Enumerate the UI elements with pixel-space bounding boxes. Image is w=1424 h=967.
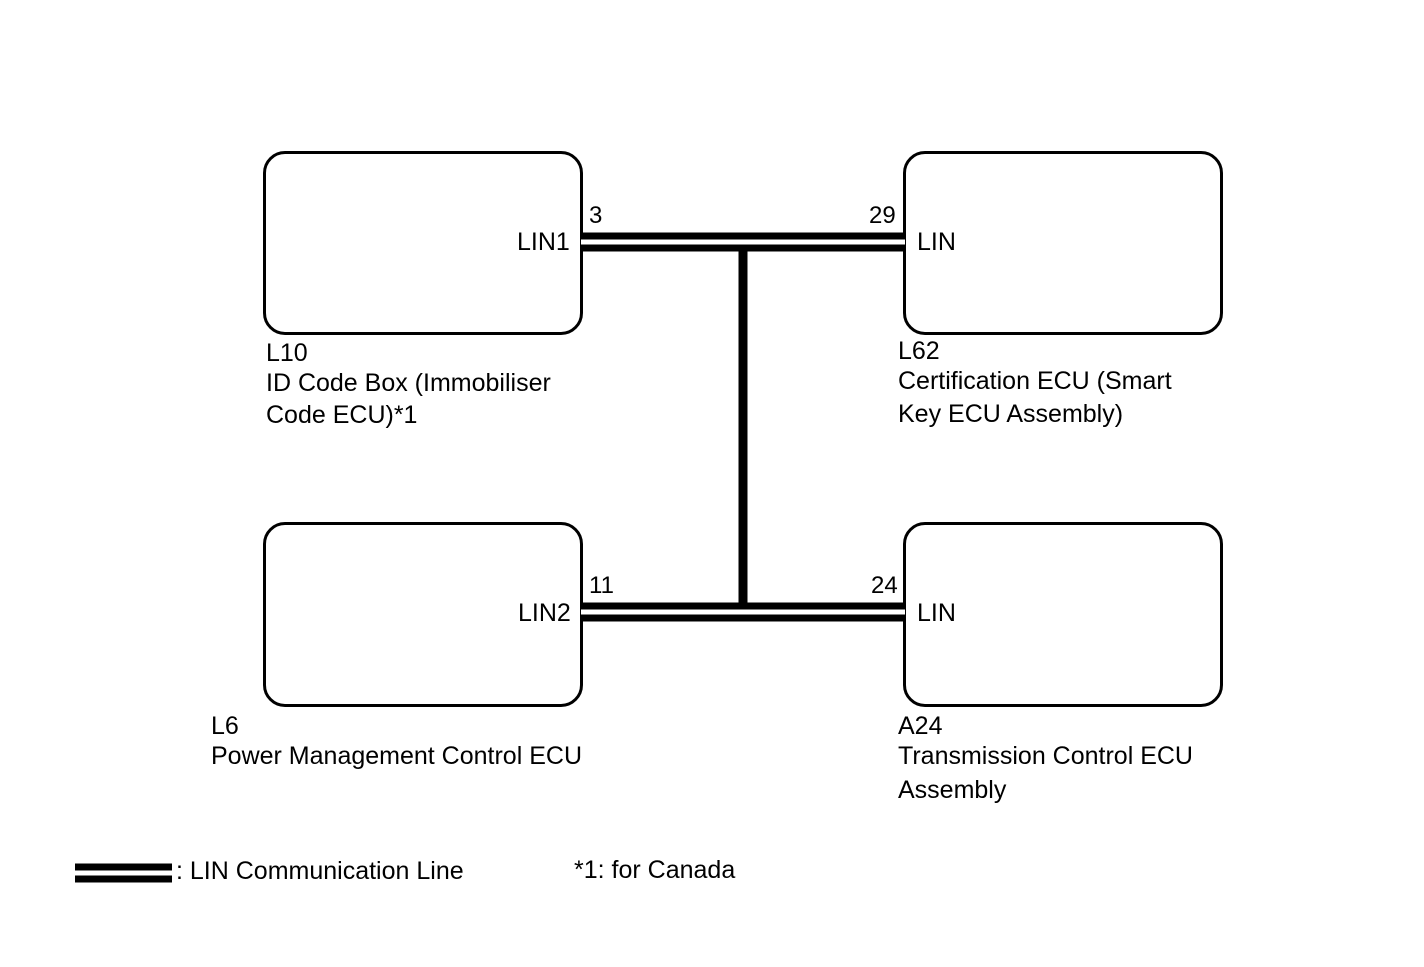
pin-number-l6: 11 xyxy=(589,572,614,599)
pin-label-l6: LIN2 xyxy=(518,599,571,627)
pin-label-l10: LIN1 xyxy=(517,228,570,256)
lin-bus-outer xyxy=(581,232,905,622)
component-name-l10-line2: Code ECU)*1 xyxy=(266,401,418,429)
component-code-a24: A24 xyxy=(898,712,943,740)
pin-label-a24: LIN xyxy=(917,599,956,627)
component-name-l6-line1: Power Management Control ECU xyxy=(211,742,582,770)
ecu-box-l6 xyxy=(263,522,583,707)
component-name-l62-line1: Certification ECU (Smart xyxy=(898,367,1172,395)
legend-footnote: *1: for Canada xyxy=(574,856,736,884)
ecu-box-l10 xyxy=(263,151,583,335)
pin-label-l62: LIN xyxy=(917,228,956,256)
component-name-l62-line2: Key ECU Assembly) xyxy=(898,400,1124,428)
pin-number-l10: 3 xyxy=(589,202,603,229)
ecu-box-l62 xyxy=(903,151,1223,335)
ecu-box-a24 xyxy=(903,522,1223,707)
pin-number-l62: 29 xyxy=(869,202,896,229)
component-code-l62: L62 xyxy=(898,337,940,365)
component-name-a24-line2: Assembly xyxy=(898,776,1007,804)
component-code-l6: L6 xyxy=(211,712,239,740)
lin-bus-junctions xyxy=(733,239,753,615)
component-name-a24-line1: Transmission Control ECU xyxy=(898,742,1193,770)
component-name-l10-line1: ID Code Box (Immobiliser xyxy=(266,369,551,397)
component-code-l10: L10 xyxy=(266,339,308,367)
pin-number-a24: 24 xyxy=(871,572,898,599)
legend-line-label: : LIN Communication Line xyxy=(176,857,464,885)
